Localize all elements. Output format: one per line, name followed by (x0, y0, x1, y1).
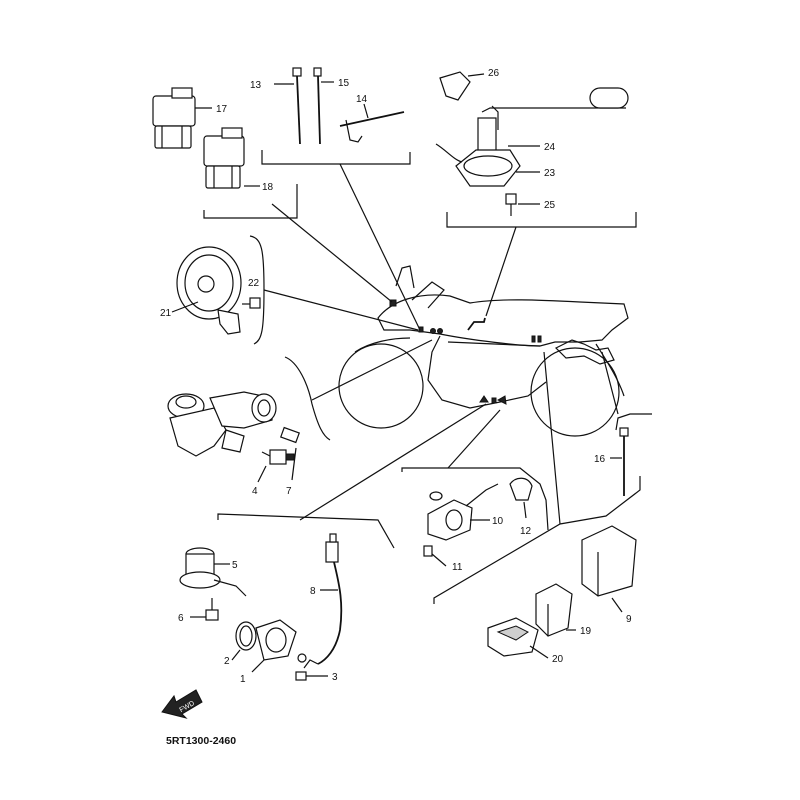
leader-lines (203, 150, 652, 604)
bolt-22 (242, 297, 261, 309)
callout-5: 5 (232, 560, 238, 571)
callout-9: 9 (626, 614, 632, 625)
callout-10: 10 (492, 516, 504, 527)
callout-19: 19 (580, 626, 592, 637)
relay-19 (535, 583, 576, 637)
callout-11: 11 (452, 562, 463, 573)
cable-tie-16 (610, 427, 629, 496)
callout-4: 4 (252, 486, 258, 497)
cable-tie-13 (274, 67, 302, 145)
callout-21: 21 (160, 308, 172, 319)
clamp-14 (339, 103, 405, 143)
callout-17: 17 (216, 104, 228, 115)
cable-tie-15 (313, 67, 334, 145)
callout-23: 23 (544, 168, 556, 179)
callout-20: 20 (552, 654, 564, 665)
callout-7: 7 (286, 486, 292, 497)
callout-25: 25 (544, 200, 556, 211)
forward-arrow-icon: FWD (161, 689, 203, 719)
callout-26: 26 (488, 68, 500, 79)
relay-18 (203, 127, 260, 189)
horn-21 (171, 246, 242, 335)
fuel-pump-10 (423, 477, 533, 567)
callout-6: 6 (178, 613, 184, 624)
callout-15: 15 (338, 78, 350, 89)
callout-22: 22 (248, 278, 260, 289)
callout-18: 18 (262, 182, 274, 193)
callout-8: 8 (310, 586, 316, 597)
callout-24: 24 (544, 142, 556, 153)
sensor-lead-8 (303, 533, 343, 669)
callout-2: 2 (224, 656, 230, 667)
thermostat-housing (167, 391, 300, 483)
callout-16: 16 (594, 454, 606, 465)
callout-14: 14 (356, 94, 368, 105)
callout-labels: 1 2 3 4 5 6 7 8 9 10 11 12 13 14 15 16 1… (160, 68, 632, 685)
motorcycle-outline (338, 265, 629, 437)
fuel-sender-unit (435, 71, 629, 216)
callout-1: 1 (240, 674, 246, 685)
callout-13: 13 (250, 80, 262, 91)
relay-cover-20 (487, 617, 549, 659)
pressure-switch-5 (179, 547, 247, 621)
diagram-code: 5RT1300-2460 (166, 735, 236, 747)
relay-9 (581, 525, 637, 613)
callout-12: 12 (520, 526, 532, 537)
callout-3: 3 (332, 672, 338, 683)
sensor-assembly (231, 619, 328, 681)
relay-17 (152, 87, 212, 149)
